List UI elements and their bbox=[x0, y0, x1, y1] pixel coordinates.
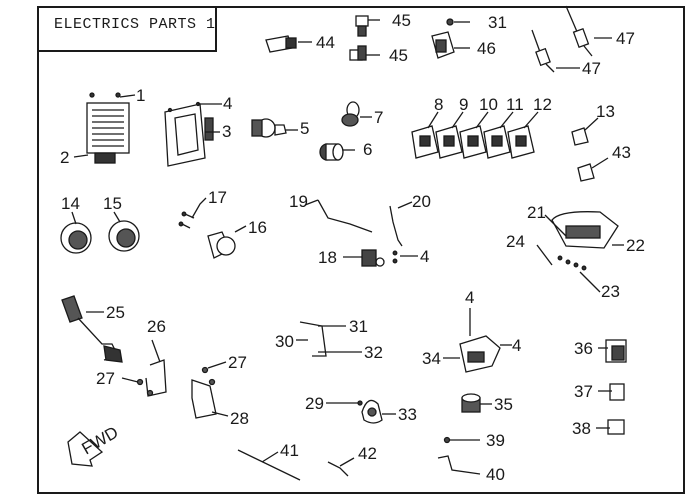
callout-34: 34 bbox=[422, 349, 441, 368]
bracket-28-part-icon bbox=[191, 379, 217, 419]
throttle-pedal-part-icon bbox=[61, 295, 123, 363]
callout-45a: 45 bbox=[392, 11, 411, 30]
speaker-14-part-icon bbox=[60, 222, 92, 254]
harness-20-part-icon bbox=[389, 205, 403, 247]
sensor-45a-part-icon bbox=[355, 15, 369, 37]
callout-27a: 27 bbox=[96, 369, 115, 388]
callout-30: 30 bbox=[275, 332, 294, 351]
callout-22: 22 bbox=[626, 236, 645, 255]
callout-18: 18 bbox=[318, 248, 337, 267]
callout-42: 42 bbox=[358, 444, 377, 463]
callout-37: 37 bbox=[574, 382, 593, 401]
callout-32: 32 bbox=[364, 343, 383, 362]
sensor-46-part-icon bbox=[431, 31, 455, 59]
coil-6-part-icon bbox=[319, 143, 344, 161]
fuse-holder-37-part-icon bbox=[609, 383, 625, 401]
horn-33-part-icon bbox=[361, 399, 383, 424]
callout-40: 40 bbox=[486, 465, 505, 484]
coil-pack-row-icon bbox=[411, 125, 535, 159]
callout-29: 29 bbox=[305, 394, 324, 413]
callout-26: 26 bbox=[147, 317, 166, 336]
callout-4d: 4 bbox=[512, 336, 521, 355]
ecu-part-icon bbox=[164, 101, 214, 167]
relay-36-part-icon bbox=[605, 339, 627, 363]
callout-27b: 27 bbox=[228, 353, 247, 372]
forward-arrow-icon bbox=[67, 431, 104, 467]
callout-8: 8 bbox=[434, 95, 443, 114]
sensor-18-part-icon bbox=[361, 249, 385, 267]
sensor-13-part-icon bbox=[571, 127, 589, 146]
callout-11: 11 bbox=[506, 95, 524, 114]
callout-4: 4 bbox=[223, 94, 232, 113]
callout-31a: 31 bbox=[349, 317, 368, 336]
sensor-45b-part-icon bbox=[349, 45, 367, 61]
title-box bbox=[37, 6, 217, 52]
connector-7-part-icon bbox=[341, 101, 360, 127]
module-34-part-icon bbox=[459, 335, 501, 373]
callout-20: 20 bbox=[412, 192, 431, 211]
callout-7: 7 bbox=[374, 108, 383, 127]
horn-16-part-icon bbox=[207, 231, 236, 259]
callout-6: 6 bbox=[363, 140, 372, 159]
callout-1: 1 bbox=[136, 86, 145, 105]
callout-17: 17 bbox=[208, 188, 227, 207]
callout-43: 43 bbox=[612, 143, 631, 162]
callout-39: 39 bbox=[486, 431, 505, 450]
diagram-frame bbox=[37, 6, 685, 494]
callout-16: 16 bbox=[248, 218, 267, 237]
callout-47a: 47 bbox=[616, 29, 635, 48]
bracket-40-part-icon bbox=[437, 455, 481, 475]
callout-9: 9 bbox=[459, 95, 468, 114]
callout-2: 2 bbox=[60, 148, 69, 167]
callout-38: 38 bbox=[572, 419, 591, 438]
callout-25: 25 bbox=[106, 303, 125, 322]
fuse-holder-38-part-icon bbox=[607, 419, 625, 435]
callout-12: 12 bbox=[533, 95, 552, 114]
callout-47b: 47 bbox=[582, 59, 601, 78]
callout-21: 21 bbox=[527, 203, 546, 222]
callout-35: 35 bbox=[494, 395, 513, 414]
wire-41-part-icon bbox=[237, 449, 301, 481]
sensor-5-part-icon bbox=[251, 118, 287, 138]
callout-19: 19 bbox=[289, 192, 308, 211]
callout-13: 13 bbox=[596, 102, 615, 121]
diagram-title: ELECTRICS PARTS 1 bbox=[54, 16, 216, 33]
bracket-30-part-icon bbox=[299, 321, 327, 357]
callout-41: 41 bbox=[280, 441, 299, 460]
callout-33: 33 bbox=[398, 405, 417, 424]
callout-15: 15 bbox=[103, 194, 122, 213]
o2-sensor-47b-part-icon bbox=[531, 29, 555, 73]
callout-31b: 31 bbox=[488, 13, 507, 32]
switch-44-part-icon bbox=[265, 35, 297, 53]
callout-45b: 45 bbox=[389, 46, 408, 65]
callout-24: 24 bbox=[506, 232, 525, 251]
clip-17-part-icon bbox=[178, 211, 195, 229]
sensor-43-part-icon bbox=[577, 163, 595, 182]
callout-4c: 4 bbox=[465, 288, 474, 307]
o2-sensor-47a-part-icon bbox=[565, 5, 593, 57]
harness-19-part-icon bbox=[317, 199, 373, 233]
callout-46: 46 bbox=[477, 39, 496, 58]
callout-5: 5 bbox=[300, 119, 309, 138]
callout-28: 28 bbox=[230, 409, 249, 428]
callout-4b: 4 bbox=[420, 247, 429, 266]
callout-23: 23 bbox=[601, 282, 620, 301]
regulator-part-icon bbox=[86, 92, 130, 164]
callout-3: 3 bbox=[222, 122, 231, 141]
callout-44: 44 bbox=[316, 33, 335, 52]
wire-42-part-icon bbox=[327, 461, 349, 477]
speaker-15-part-icon bbox=[108, 220, 140, 252]
callout-36: 36 bbox=[574, 339, 593, 358]
callout-14: 14 bbox=[61, 194, 80, 213]
relay-35-part-icon bbox=[461, 393, 481, 413]
instrument-cluster-part-icon bbox=[551, 211, 619, 249]
callout-10: 10 bbox=[479, 95, 498, 114]
